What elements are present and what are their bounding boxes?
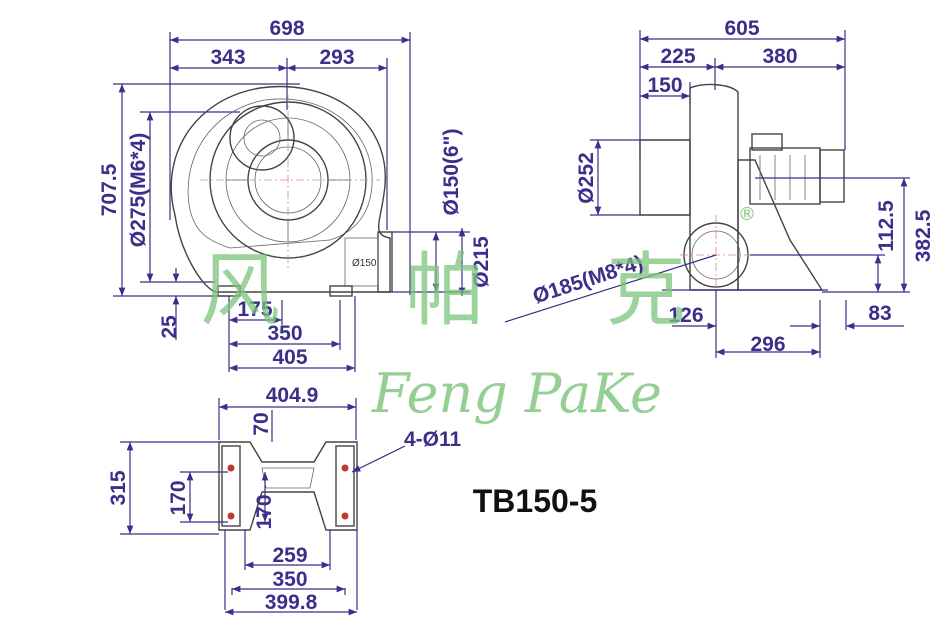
- dim-350: 350: [267, 322, 302, 345]
- housing-side: [689, 83, 739, 291]
- motor-body: [749, 147, 821, 205]
- dim-83: 83: [868, 302, 891, 325]
- dim-296: 296: [750, 333, 785, 356]
- motor-endcap: [819, 149, 845, 203]
- motor-boss: [229, 105, 295, 171]
- outlet-neck: [344, 237, 379, 287]
- base-rail-right: [335, 445, 355, 527]
- dim-399: 399.8: [265, 591, 318, 614]
- dim-170a: 170: [167, 480, 190, 515]
- dim-259: 259: [272, 544, 307, 567]
- dim-150-side: 150: [647, 74, 682, 97]
- watermark-char-1: 风: [200, 244, 280, 337]
- dim-382: 382.5: [912, 209, 935, 262]
- dim-70: 70: [250, 412, 273, 435]
- leader-holes: [351, 445, 406, 473]
- dim-405: 405: [272, 346, 307, 369]
- watermark-char-3: 克: [606, 244, 686, 337]
- dim-112: 112.5: [875, 200, 898, 252]
- base-rail-left: [221, 445, 241, 527]
- housing-inner-line: [187, 98, 373, 249]
- dim-404: 404.9: [266, 384, 319, 407]
- terminal-box: [751, 133, 783, 151]
- dim-275: Ø275(M6*4): [127, 133, 150, 247]
- dim-170b: 170: [253, 494, 276, 529]
- watermark: 风 帕 克 ® Feng PaKe: [200, 204, 756, 425]
- registered-mark: ®: [738, 204, 756, 225]
- inlet-cone: [639, 139, 691, 216]
- foot-right: [329, 285, 353, 297]
- dim-225: 225: [660, 45, 695, 68]
- dim-25: 25: [158, 315, 181, 339]
- support-bracket: [737, 159, 824, 291]
- dim-698: 698: [269, 17, 304, 40]
- dim-343: 343: [210, 46, 245, 69]
- dim-380: 380: [762, 45, 797, 68]
- dim-350b: 350: [272, 568, 307, 591]
- dim-605: 605: [724, 17, 759, 40]
- dim-150-6in: Ø150(6"): [440, 129, 463, 216]
- model-label: TB150-5: [473, 483, 598, 519]
- blower-housing: [170, 85, 391, 293]
- dim-150-small: Ø150: [352, 258, 377, 269]
- dim-215: Ø215: [470, 236, 493, 288]
- base-center-plate: [261, 467, 315, 489]
- dim-707: 707.5: [98, 163, 121, 216]
- mount-hole: [341, 464, 349, 472]
- mount-hole: [341, 512, 349, 520]
- mount-hole: [227, 464, 235, 472]
- dim-315: 315: [107, 470, 130, 505]
- side-view: 605 225 380 150 Ø252 112.5 382.5 Ø185(M8…: [504, 17, 935, 358]
- front-view: 698 343 293 707.5 Ø275(M6*4) 25 Ø150(6")…: [98, 17, 493, 372]
- watermark-english: Feng PaKe: [371, 362, 662, 425]
- dim-252: Ø252: [575, 152, 598, 203]
- dim-126: 126: [668, 304, 703, 327]
- watermark-char-2: 帕: [405, 244, 485, 337]
- leader-185: [504, 254, 717, 323]
- dim-175: 175: [237, 298, 272, 321]
- motor-boss-inner: [243, 119, 281, 157]
- base-view: 404.9 70 4-Ø11 315 170 170 259 350 399.8: [107, 384, 462, 616]
- dim-293: 293: [319, 46, 354, 69]
- mount-hole: [227, 512, 235, 520]
- holes-label: 4-Ø11: [404, 428, 462, 451]
